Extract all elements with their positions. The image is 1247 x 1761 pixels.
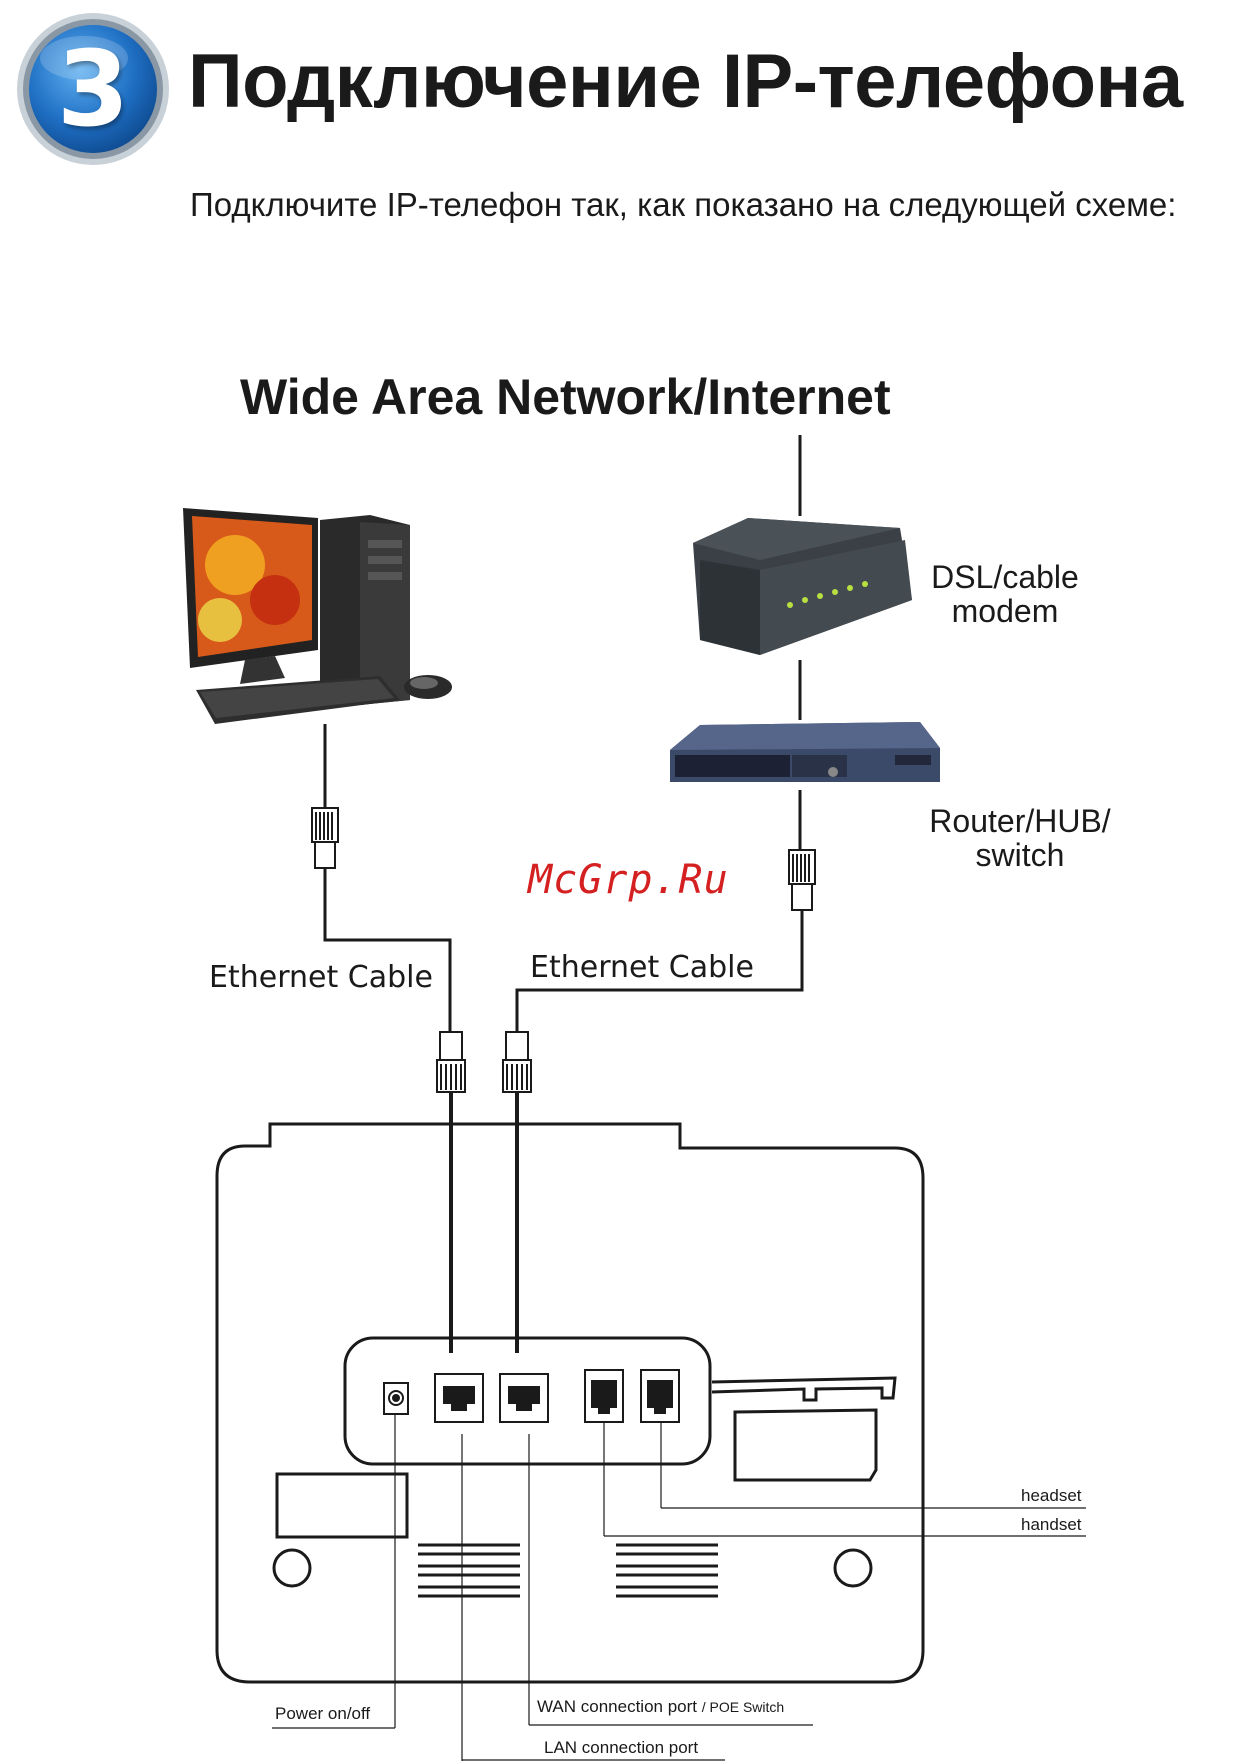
dsl-modem-icon — [693, 518, 912, 655]
watermark-text: McGrp.Ru — [528, 857, 729, 903]
rj45-plug-icon — [789, 850, 815, 910]
rj45-plug-icon — [503, 1032, 531, 1092]
switch-label-line2: switch — [920, 838, 1120, 872]
headset-label: headset — [1021, 1486, 1082, 1506]
power-jack-icon — [384, 1383, 408, 1414]
ip-phone-rear-panel — [217, 1124, 923, 1682]
switch-label: Router/HUB/ switch — [920, 804, 1120, 872]
handset-label: handset — [1021, 1515, 1082, 1535]
wan-port-icon — [500, 1374, 548, 1422]
lan-port-icon — [435, 1374, 483, 1422]
router-switch-icon — [670, 722, 940, 782]
wan-label: WAN connection port / POE Switch — [537, 1697, 784, 1717]
rj45-plug-icon — [437, 1032, 465, 1092]
modem-label-line2: modem — [920, 594, 1090, 628]
power-label: Power on/off — [275, 1704, 370, 1724]
headset-port-icon — [641, 1370, 679, 1422]
modem-label: DSL/cable modem — [920, 560, 1090, 628]
cable-label-left: Ethernet Cable — [209, 960, 433, 995]
wan-label-main: WAN connection port — [537, 1697, 697, 1716]
rj45-plug-icon — [312, 808, 338, 868]
cable-label-right: Ethernet Cable — [530, 950, 754, 985]
wan-label-suffix: / POE Switch — [702, 1699, 784, 1715]
switch-label-line1: Router/HUB/ — [920, 804, 1120, 838]
desktop-computer-icon — [183, 508, 452, 724]
modem-label-line1: DSL/cable — [920, 560, 1090, 594]
handset-port-icon — [585, 1370, 623, 1422]
network-title: Wide Area Network/Internet — [240, 368, 891, 426]
vent-grille — [418, 1545, 718, 1596]
lan-label: LAN connection port — [544, 1738, 698, 1758]
